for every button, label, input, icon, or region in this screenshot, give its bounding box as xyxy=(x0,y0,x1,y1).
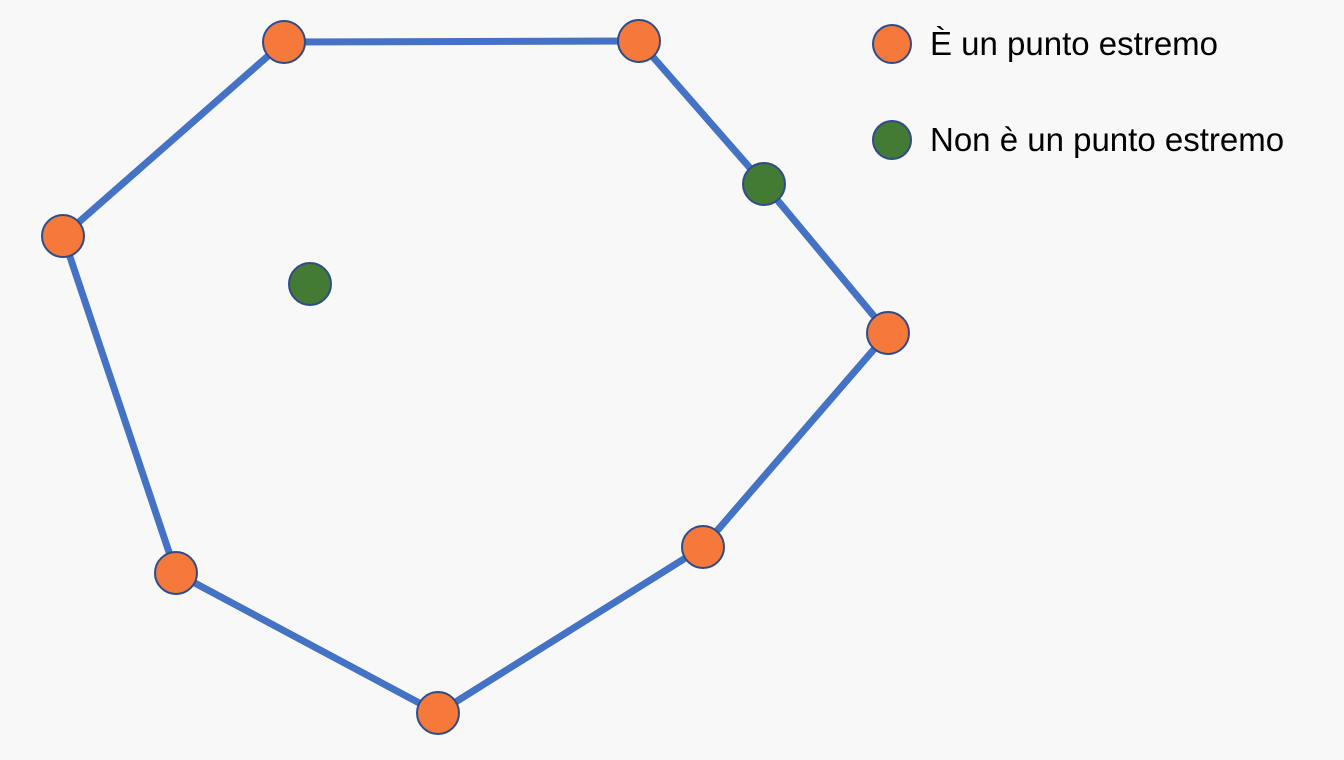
hull-edge xyxy=(699,329,892,551)
legend-label-extreme: È un punto estremo xyxy=(930,25,1219,62)
legend-label-non-extreme: Non è un punto estremo xyxy=(930,121,1285,158)
hull-edge xyxy=(59,232,180,577)
hull-edges xyxy=(59,37,892,717)
non-extreme-point xyxy=(288,262,332,306)
extreme-point xyxy=(262,20,306,64)
non-extreme-point-marker-icon xyxy=(872,120,912,160)
hull-edge xyxy=(59,38,288,240)
hull-edge xyxy=(172,569,442,717)
hull-edge xyxy=(280,37,643,46)
extreme-point xyxy=(681,525,725,569)
points-group xyxy=(41,19,910,735)
legend-item-non-extreme: Non è un punto estremo xyxy=(872,117,1284,163)
extreme-point xyxy=(866,311,910,355)
non-extreme-point xyxy=(742,162,786,206)
extreme-point xyxy=(617,19,661,63)
hull-edge xyxy=(434,543,707,717)
extreme-point xyxy=(416,691,460,735)
legend-item-extreme: È un punto estremo xyxy=(872,21,1218,67)
hull-edge xyxy=(760,180,892,337)
extreme-point xyxy=(154,551,198,595)
extreme-point xyxy=(41,214,85,258)
hull-edge xyxy=(635,37,768,188)
extreme-point-marker-icon xyxy=(872,24,912,64)
